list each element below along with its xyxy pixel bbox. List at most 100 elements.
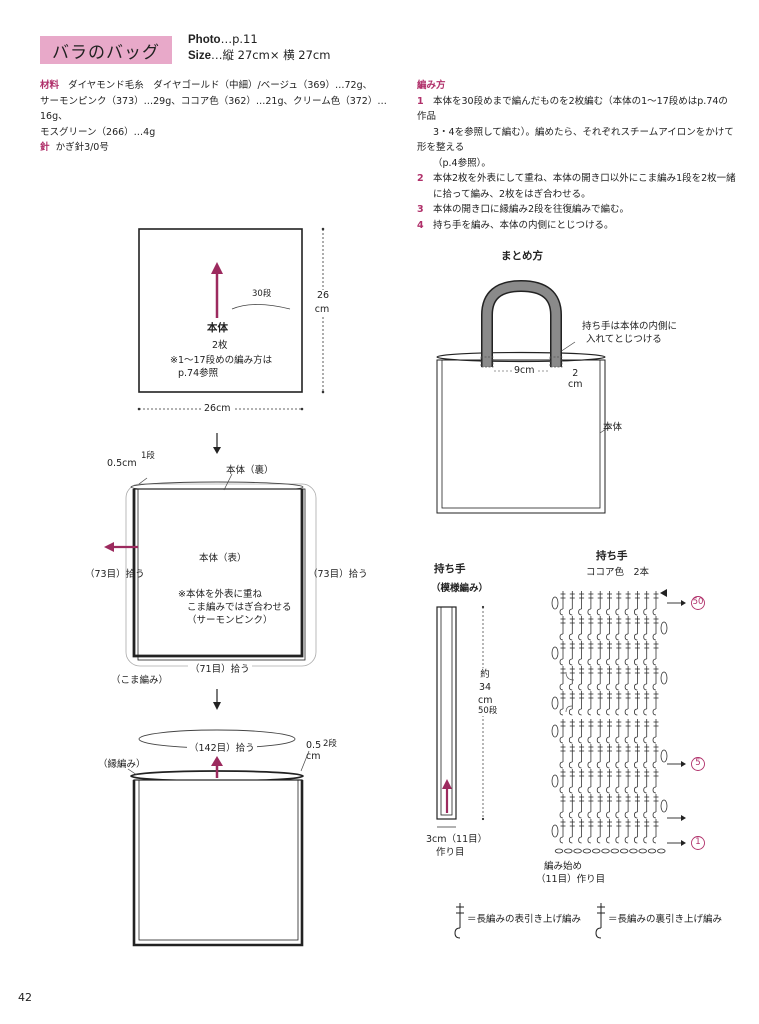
stitch-symbol bbox=[624, 666, 631, 691]
turning-chain bbox=[551, 696, 559, 710]
stitch-symbol bbox=[606, 691, 612, 716]
edge-05-label: 0.5cm bbox=[107, 458, 137, 469]
stitch-symbol bbox=[643, 794, 650, 819]
edging-label: （縁編み） bbox=[98, 759, 146, 770]
foundation-chain bbox=[610, 848, 619, 854]
stitch-symbol bbox=[633, 691, 640, 716]
stitch-symbol bbox=[596, 641, 603, 666]
body-note2: p.74参照 bbox=[178, 368, 219, 379]
stitch-symbol bbox=[643, 744, 650, 769]
assembly-handle-outline bbox=[481, 279, 562, 367]
stitch-symbol bbox=[596, 819, 603, 844]
stitch-symbol bbox=[596, 616, 603, 641]
stitch-symbol bbox=[633, 719, 640, 744]
rows-30-text: 30段 bbox=[252, 289, 272, 299]
handle-width: 3cm（11目） bbox=[426, 834, 488, 845]
instruction-step-number: 2 bbox=[417, 173, 424, 184]
needle-label: 針 bbox=[40, 142, 50, 153]
stitch-symbol bbox=[568, 641, 575, 666]
assembly-opening bbox=[436, 351, 606, 363]
stitch-symbol bbox=[596, 769, 603, 794]
stitch-symbol bbox=[587, 616, 594, 641]
stitch-symbol bbox=[633, 794, 640, 819]
stitch-symbol bbox=[596, 744, 603, 769]
handle-length-num: 34 bbox=[478, 682, 492, 693]
turning-chain bbox=[660, 621, 668, 635]
stitch-symbol bbox=[587, 641, 594, 666]
knit-direction-arrow-head bbox=[211, 262, 223, 274]
foundation-chain bbox=[629, 848, 638, 854]
foundation-chain bbox=[601, 848, 610, 854]
stitch-symbol bbox=[559, 691, 566, 716]
height-unit: cm bbox=[314, 304, 330, 315]
photo-label: Photo bbox=[188, 34, 221, 46]
turning-chain bbox=[660, 749, 668, 763]
end-marker bbox=[660, 589, 667, 597]
foundation-chain bbox=[647, 848, 657, 854]
stitch-symbol bbox=[559, 591, 566, 616]
materials-block: 材料 ダイヤモンド毛糸 ダイヤゴールド（中細）/ベージュ（369）…72g、 サ… bbox=[40, 78, 390, 156]
stitch-symbol bbox=[633, 641, 640, 666]
stitch-symbol bbox=[587, 666, 594, 691]
page-title: バラのバッグ bbox=[52, 43, 160, 63]
rows-30-label: 30段 bbox=[252, 290, 271, 299]
turning-chain bbox=[551, 774, 559, 788]
handle-length-unit: cm bbox=[478, 695, 493, 706]
stitch-symbol bbox=[568, 691, 575, 716]
stitch-symbol bbox=[596, 794, 603, 819]
foundation-chain bbox=[582, 848, 592, 854]
stitch-symbol bbox=[596, 719, 603, 744]
stitch-symbol bbox=[643, 666, 650, 691]
foundation-chain bbox=[638, 848, 647, 854]
materials-line2: サーモンピンク（373）…29g、ココア色（362）…21g、クリーム色（372… bbox=[40, 95, 387, 123]
stitch-symbol bbox=[633, 666, 640, 691]
edging-direction-arrow bbox=[211, 756, 223, 766]
pick-direction-arrow bbox=[104, 542, 114, 552]
chart-start2: （11目）作り目 bbox=[536, 874, 606, 885]
instruction-step-text: 3・4を参照して編む）。編めたら、それぞれスチームアイロンをかけて形を整える bbox=[417, 126, 734, 154]
seam-note2: こま編みではぎ合わせる bbox=[187, 602, 292, 613]
stitch-symbol bbox=[615, 691, 622, 716]
photo-size-block: Photo…p.11 Size…縦 27cm× 横 27cm bbox=[188, 32, 330, 64]
stitch-symbol bbox=[587, 769, 594, 794]
size-label: Size bbox=[188, 50, 212, 62]
stitch-symbol bbox=[606, 719, 612, 744]
instructions-heading: 編み方 bbox=[417, 80, 446, 91]
assembly-offset-num: 2 bbox=[572, 368, 579, 379]
stitch-symbol bbox=[568, 616, 575, 641]
title-background bbox=[40, 36, 172, 64]
instruction-step-text: 本体2枚を外表にして重ね、本体の開き口以外にこま編み1段を2枚一緒 bbox=[433, 173, 736, 184]
stitch-symbol bbox=[596, 591, 603, 616]
finished-body bbox=[133, 779, 303, 946]
stitch-symbol bbox=[633, 616, 640, 641]
stitch-symbol bbox=[624, 641, 631, 666]
stitch-symbol bbox=[624, 744, 631, 769]
stitch-symbol bbox=[568, 794, 575, 819]
down-arrow-2 bbox=[213, 702, 221, 710]
materials-line3: モスグリーン（266）…4g bbox=[40, 126, 156, 138]
body-front bbox=[133, 488, 303, 657]
stitch-symbol bbox=[652, 691, 659, 716]
foundation-chain bbox=[564, 848, 573, 854]
foundation-chain bbox=[619, 848, 629, 854]
row-5-circle bbox=[691, 757, 705, 771]
edge-unit: cm bbox=[306, 751, 321, 762]
down-arrow-1 bbox=[213, 447, 221, 454]
stitch-symbol bbox=[615, 616, 622, 641]
stitch-symbol bbox=[559, 769, 566, 794]
stitch-symbol bbox=[568, 719, 575, 744]
stitch-symbol bbox=[633, 591, 640, 616]
stitch-symbol bbox=[578, 641, 585, 666]
photo-value: …p.11 bbox=[220, 32, 258, 46]
foundation-chain bbox=[657, 848, 666, 854]
stitch-symbol bbox=[559, 744, 566, 769]
handle-length-approx: 約 bbox=[480, 669, 490, 680]
front-post-symbol bbox=[454, 903, 464, 939]
stitch-symbol bbox=[652, 641, 659, 666]
assembly-handle bbox=[482, 281, 561, 367]
stitch-symbol bbox=[643, 641, 650, 666]
stitch-symbol bbox=[578, 616, 585, 641]
